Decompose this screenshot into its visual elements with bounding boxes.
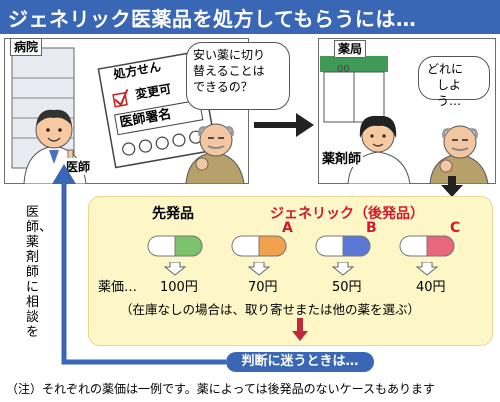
option-letter-a: A — [282, 220, 293, 236]
hospital-building — [11, 47, 75, 169]
door-number: 00 — [337, 64, 350, 75]
pharmacist-figure — [347, 115, 411, 184]
generic-capsule-b — [315, 235, 371, 257]
pharmacy-patient-figure — [429, 125, 489, 184]
doctor-label: 医師 — [64, 158, 93, 175]
stock-note: （在庫なしの場合は、取り寄せまたは他の薬を選ぶ） — [120, 302, 421, 317]
arrow-down-icon — [415, 262, 439, 276]
option-letter-c: C — [450, 220, 461, 236]
title-bar — [0, 0, 500, 34]
arrow-down-icon — [163, 262, 187, 276]
arrow-down-icon — [247, 262, 271, 276]
judgement-pill: 判断に迷うときは… — [226, 352, 374, 372]
pharmacist-label: 薬剤師 — [320, 148, 364, 167]
pharmacy-sign: 薬局 — [334, 40, 367, 58]
patient-question-bubble: 安い薬に切り 替えることは できるの？ — [186, 42, 290, 110]
generic-label: ジェネリック（後発品） — [270, 206, 424, 222]
price-a: 70円 — [248, 280, 278, 295]
down-arrow-icon — [441, 176, 463, 197]
patient-question-line: 替えることは — [193, 64, 265, 78]
consult-vertical-text: 医師、薬剤師に相談を — [26, 205, 53, 340]
down-arrows — [163, 262, 439, 276]
pharmacy-question-line: しよう… — [437, 78, 462, 108]
up-arrow-icon — [52, 164, 76, 184]
price-b: 50円 — [332, 280, 362, 295]
generic-capsule-c — [399, 235, 455, 257]
right-arrow-icon — [254, 113, 314, 137]
brand-capsule — [147, 235, 203, 257]
brand-price: 100円 — [160, 280, 198, 295]
price-c: 40円 — [416, 280, 446, 295]
footnote: （注）それぞれの薬価は一例です。薬によっては後発品のないケースもあります — [6, 382, 436, 396]
patient-question-line: 安い薬に切り — [193, 48, 266, 62]
option-letter-b: B — [366, 220, 377, 236]
arrow-down-icon — [331, 262, 355, 276]
generic-capsule-a — [231, 235, 287, 257]
patient-figure — [185, 123, 245, 184]
loop-arrow — [52, 164, 226, 365]
pharmacy-awning — [320, 56, 388, 72]
pharmacy-question-line: どれに — [427, 62, 464, 76]
capsule-row — [147, 235, 455, 257]
brand-label: 先発品 — [152, 206, 194, 222]
hospital-sign: 病院 — [10, 38, 43, 56]
red-down-arrow-icon — [292, 318, 308, 341]
patient-question-line: できるの？ — [193, 80, 253, 94]
price-label: 薬価… — [98, 280, 138, 295]
pharmacy-illustration — [320, 56, 489, 184]
page-title: ジェネリック医薬品を処方してもらうには… — [8, 7, 417, 31]
pharmacy-question-bubble: どれに しよう… — [418, 56, 490, 108]
